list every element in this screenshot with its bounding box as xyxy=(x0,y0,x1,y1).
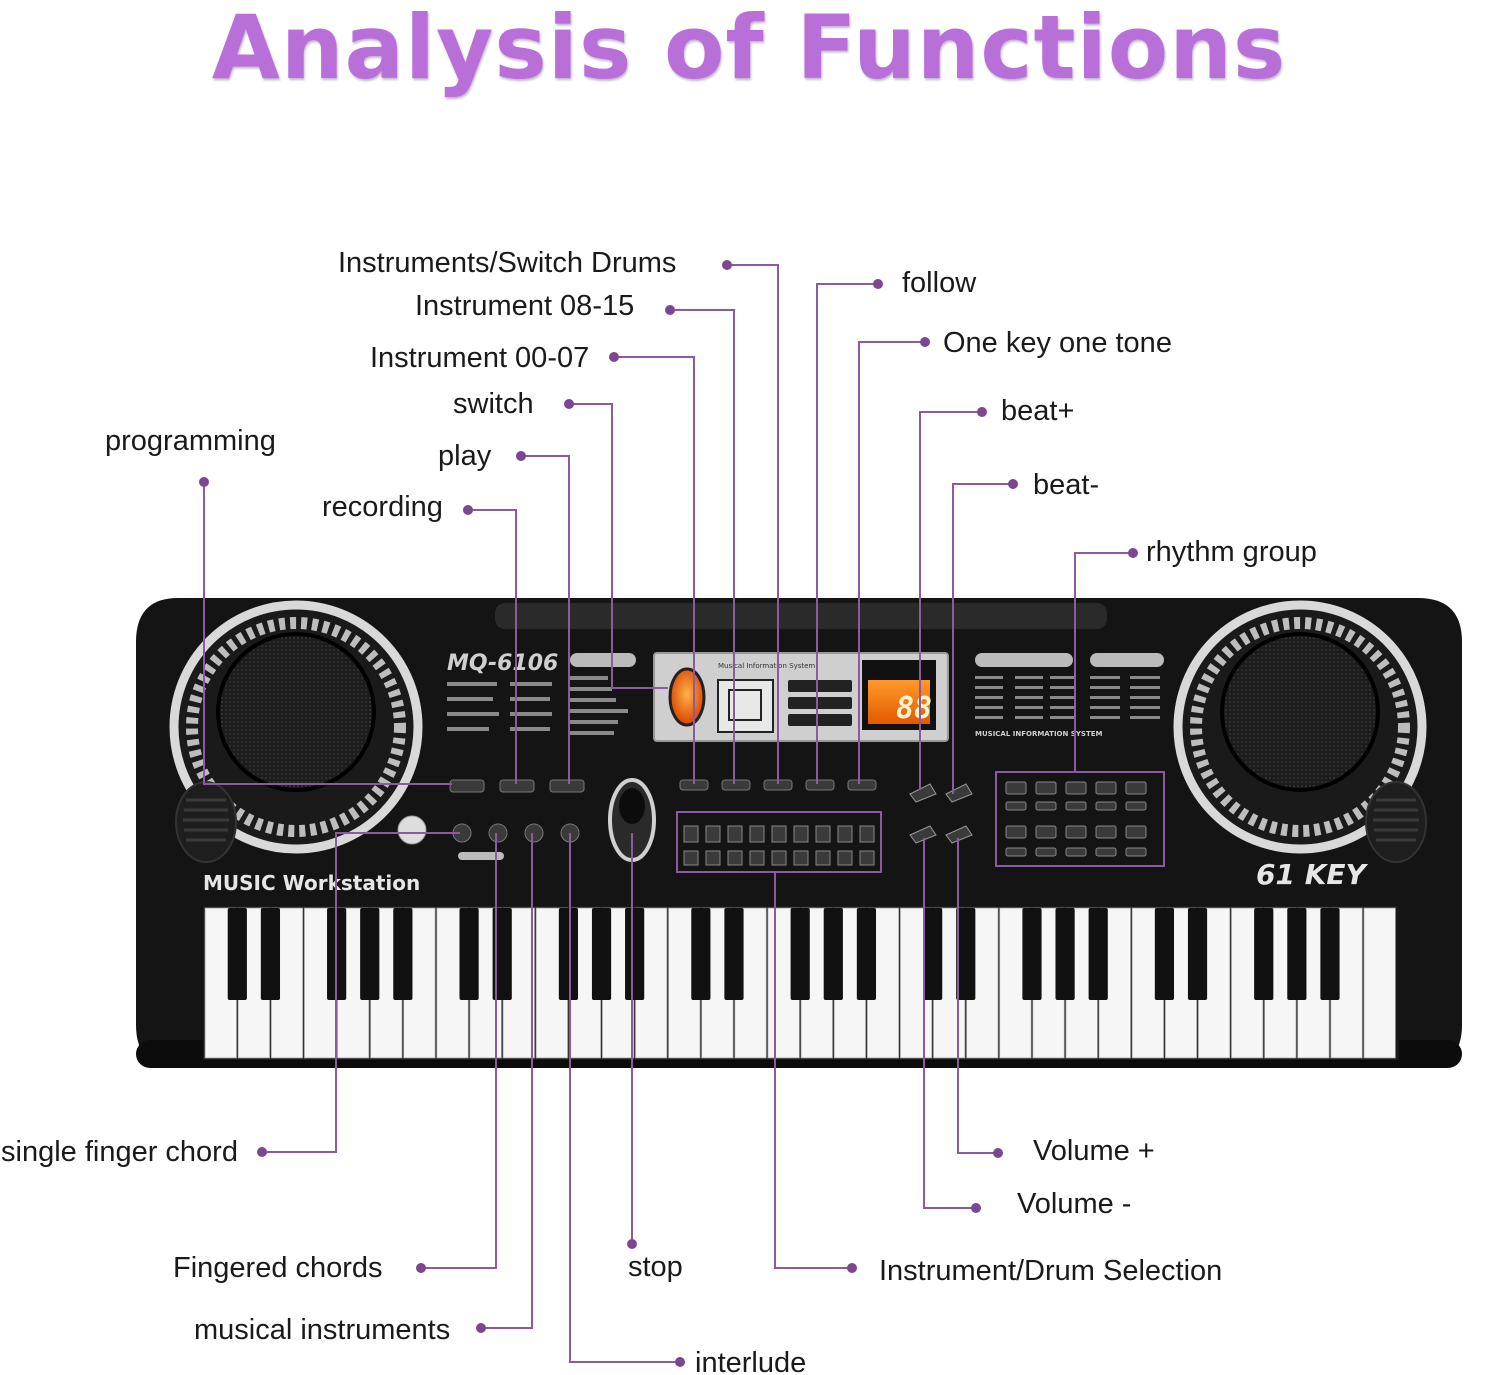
demo-button[interactable] xyxy=(524,823,544,843)
display-panel: Musical Information System 88 xyxy=(653,652,949,742)
black-key[interactable] xyxy=(360,908,380,1000)
black-key[interactable] xyxy=(724,908,744,1000)
power-button[interactable] xyxy=(668,667,706,727)
white-key[interactable] xyxy=(1363,907,1396,1059)
black-key[interactable] xyxy=(393,908,413,1000)
leader-dots xyxy=(199,260,1138,1367)
function-labels: Instruments/Switch Drums Instrument 08-1… xyxy=(1,247,1317,1375)
label-musical-instruments: musical instruments xyxy=(194,1314,450,1346)
black-key[interactable] xyxy=(1088,908,1108,1000)
page-title: Analysis of Functions xyxy=(211,0,1287,99)
beat-plus-button[interactable] xyxy=(945,783,973,803)
label-recording: recording xyxy=(322,491,443,523)
prog-button[interactable] xyxy=(449,779,485,793)
black-key[interactable] xyxy=(1055,908,1075,1000)
black-key[interactable] xyxy=(823,908,843,1000)
left-speaker xyxy=(169,600,423,863)
black-key[interactable] xyxy=(260,908,281,1000)
piano-keys xyxy=(203,906,1399,1060)
label-programming: programming xyxy=(105,425,276,457)
label-instruments-switch-drums: Instruments/Switch Drums xyxy=(338,247,676,279)
volume-minus-button[interactable] xyxy=(909,825,937,844)
mic-logo-icon xyxy=(397,815,427,845)
label-fingered-chords: Fingered chords xyxy=(173,1252,383,1284)
black-key[interactable] xyxy=(1287,908,1307,1000)
key-badge: 61 KEY xyxy=(1256,858,1369,891)
black-key[interactable] xyxy=(227,908,247,1000)
black-key[interactable] xyxy=(1154,908,1175,1000)
label-volume-minus: Volume - xyxy=(1017,1188,1131,1220)
tempo-volume-buttons xyxy=(909,783,973,844)
label-stop: stop xyxy=(628,1251,683,1283)
label-interlude: interlude xyxy=(695,1347,806,1375)
left-control-buttons xyxy=(397,779,585,860)
label-single-finger-chord: single finger chord xyxy=(1,1136,238,1168)
info-system-text: Musical Information System xyxy=(718,662,815,670)
label-instrument-08-15: Instrument 08-15 xyxy=(415,290,634,322)
tone-buttons-row xyxy=(679,779,877,791)
play-button[interactable] xyxy=(549,779,585,793)
label-instrument-00-07: Instrument 00-07 xyxy=(370,342,589,374)
black-key[interactable] xyxy=(1187,908,1208,1000)
label-follow: follow xyxy=(902,267,977,299)
leader-lines xyxy=(203,264,1133,1363)
black-key[interactable] xyxy=(956,908,976,1000)
instruction-list-left xyxy=(447,676,628,735)
black-key[interactable] xyxy=(856,908,877,1000)
lcd-readout: 88 xyxy=(896,691,932,726)
black-key[interactable] xyxy=(591,908,612,1000)
black-key[interactable] xyxy=(923,908,943,1000)
label-volume-plus: Volume + xyxy=(1033,1135,1155,1167)
black-key[interactable] xyxy=(492,908,512,1000)
brand-text: MUSIC Workstation xyxy=(203,871,420,895)
black-key[interactable] xyxy=(625,908,645,1000)
model-name: MQ-6106 xyxy=(447,651,558,676)
right-speaker xyxy=(1173,600,1427,863)
label-play: play xyxy=(438,440,492,472)
black-key[interactable] xyxy=(790,908,810,1000)
beat-minus-button[interactable] xyxy=(909,783,937,803)
label-one-key-one-tone: One key one tone xyxy=(943,327,1172,359)
label-instrument-drum-selection: Instrument/Drum Selection xyxy=(879,1255,1222,1287)
black-key[interactable] xyxy=(1022,908,1042,1000)
black-key[interactable] xyxy=(558,908,579,1000)
label-beat-plus: beat+ xyxy=(1001,395,1074,427)
label-beat-minus: beat- xyxy=(1033,469,1099,501)
rhythm-group-grid xyxy=(995,771,1165,867)
black-key[interactable] xyxy=(1254,908,1274,1000)
black-key[interactable] xyxy=(691,908,711,1000)
instruction-list-right: MUSICAL INFORMATION SYSTEM xyxy=(975,653,1164,738)
tone-drum-combination-grid xyxy=(676,811,882,873)
black-key[interactable] xyxy=(1320,908,1340,1000)
label-switch: switch xyxy=(453,388,534,420)
info-panel-text: MUSICAL INFORMATION SYSTEM xyxy=(975,730,1103,738)
volume-plus-button[interactable] xyxy=(945,825,973,844)
black-key[interactable] xyxy=(459,908,479,1000)
finger-button[interactable] xyxy=(488,823,508,843)
label-rhythm-group: rhythm group xyxy=(1146,536,1317,568)
